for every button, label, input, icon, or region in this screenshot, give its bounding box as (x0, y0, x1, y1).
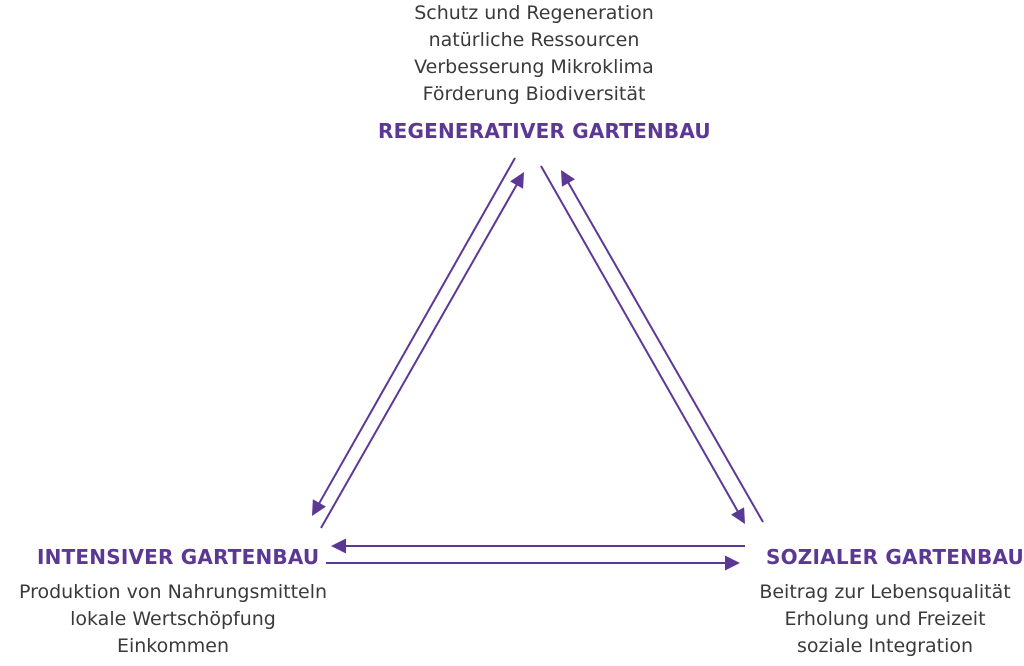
arrow-social-to-intensive (331, 538, 745, 554)
arrow-regenerative-to-social (540, 165, 745, 524)
regenerative-line: natürliche Ressourcen (428, 29, 640, 51)
regenerative-description: Schutz und Regeneration natürliche Resso… (334, 0, 734, 108)
arrowhead-icon (725, 555, 740, 571)
intensive-line: lokale Wertschöpfung (70, 608, 276, 630)
regenerative-line: Schutz und Regeneration (414, 2, 654, 24)
intensive-line: Produktion von Nahrungsmitteln (18, 581, 328, 603)
social-line: Beitrag zur Lebensqualität (759, 581, 1011, 603)
arrow-social-to-regenerative (561, 170, 764, 523)
social-description: Beitrag zur Lebensqualität Erholung und … (746, 579, 1024, 660)
arrowhead-icon (731, 507, 745, 524)
arrowhead-icon (561, 170, 575, 187)
arrow-line (566, 180, 764, 523)
arrow-line (317, 157, 516, 506)
intensive-line: Einkommen (116, 635, 230, 657)
arrowhead-icon (510, 172, 524, 189)
arrow-regenerative-to-intensive (312, 157, 516, 516)
intensive-label: INTENSIVER GARTENBAU (37, 545, 320, 569)
arrow-intensive-to-social (326, 555, 740, 571)
arrow-line (320, 182, 519, 529)
social-label: SOZIALER GARTENBAU (766, 545, 1024, 569)
arrow-line (540, 165, 740, 514)
regenerative-label: REGENERATIVER GARTENBAU (378, 119, 711, 143)
intensive-description: Produktion von Nahrungsmitteln lokale We… (0, 579, 346, 660)
arrowhead-icon (312, 499, 326, 516)
regenerative-line: Förderung Biodiversität (422, 83, 646, 105)
social-line: soziale Integration (796, 635, 974, 657)
social-line: Erholung und Freizeit (784, 608, 986, 630)
regenerative-line: Verbesserung Mikroklima (414, 56, 654, 78)
arrow-intensive-to-regenerative (320, 172, 524, 529)
arrowhead-icon (331, 538, 346, 554)
